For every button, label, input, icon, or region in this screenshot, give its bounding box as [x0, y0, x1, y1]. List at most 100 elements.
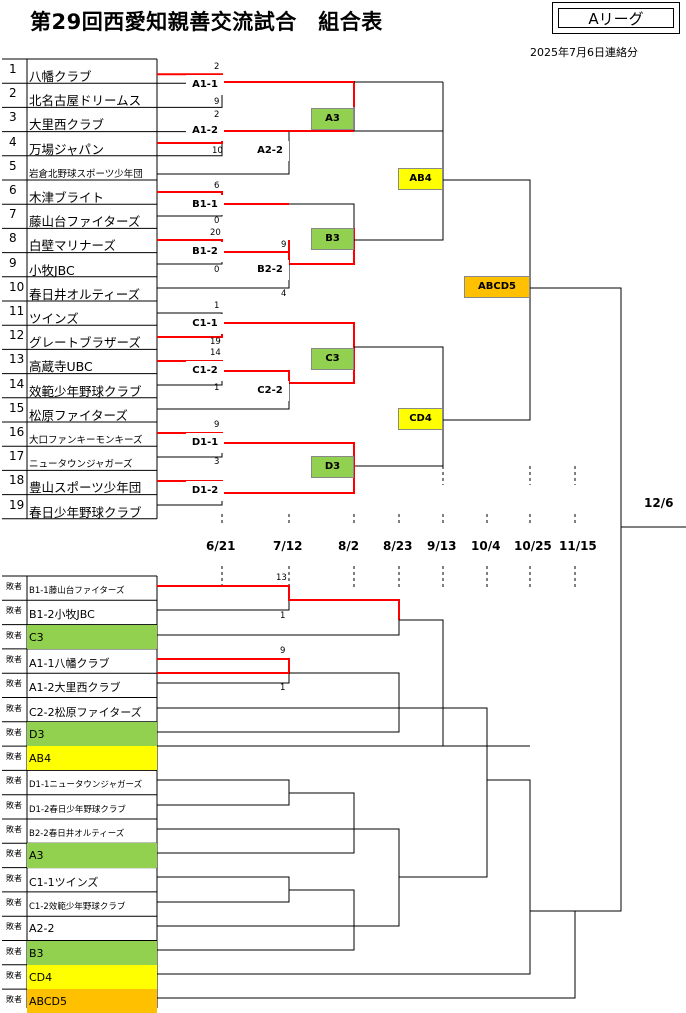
team-name: 豊山スポーツ少年団	[29, 480, 142, 496]
match-line	[157, 792, 355, 830]
date-label-10/4: 10/4	[471, 539, 501, 553]
lower-entry: C1-1ツインズ	[29, 875, 99, 889]
match-line	[399, 707, 488, 780]
match-line	[443, 288, 531, 421]
lower-entry: B1-2小牧JBC	[29, 608, 95, 622]
match-line	[354, 346, 444, 467]
team-number: 9	[9, 255, 17, 270]
round-box-B3: B3	[311, 228, 354, 250]
team-number: 2	[9, 86, 17, 101]
team-name: 大口ファンキーモンキーズ	[29, 435, 143, 446]
match-line	[157, 876, 290, 903]
date-label-6/21: 6/21	[206, 539, 236, 553]
lower-score-value: 1	[280, 683, 286, 693]
score-value: 14	[210, 348, 221, 358]
team-name: 万場ジャパン	[29, 141, 105, 157]
date-label-12/6: 12/6	[644, 496, 674, 510]
score-value: 10	[212, 146, 223, 156]
lower-entry: D1-2春日少年野球クラブ	[29, 804, 126, 815]
lower-entry: AB4	[29, 752, 52, 766]
date-label-9/13: 9/13	[427, 539, 457, 553]
update-date: 2025年7月6日連絡分	[530, 46, 638, 59]
date-label-11/15: 11/15	[559, 539, 597, 553]
team-number: 17	[9, 449, 25, 464]
umpire-label: 敗者	[6, 703, 22, 713]
lower-score-value: 1	[280, 611, 286, 621]
lower-fill	[27, 940, 157, 965]
date-label-8/2: 8/2	[338, 539, 360, 553]
round-box-ABCD5: ABCD5	[464, 276, 530, 298]
score-value: 20	[210, 228, 221, 238]
team-number: 15	[9, 400, 25, 415]
match-line	[157, 131, 290, 175]
team-name: 春日井オルティーズ	[29, 286, 141, 302]
lower-entry: B1-1藤山台ファイターズ	[29, 586, 125, 596]
match-label-D1-1: D1-1	[186, 433, 224, 453]
match-line	[157, 264, 290, 289]
lower-fill	[27, 989, 157, 1013]
umpire-label: 敗者	[6, 654, 22, 664]
team-number: 3	[9, 110, 17, 125]
round-box-AB4: AB4	[398, 168, 443, 190]
round-box-CD4: CD4	[398, 408, 443, 430]
umpire-label: 敗者	[6, 897, 22, 907]
lower-entry: A1-1八幡クラブ	[29, 656, 110, 670]
umpire-label: 敗者	[6, 873, 22, 883]
team-name: 高蔵寺UBC	[29, 359, 93, 375]
score-value: 9	[214, 97, 220, 107]
winner-line	[157, 658, 290, 674]
score-value: 0	[214, 265, 220, 275]
umpire-label: 敗者	[6, 582, 22, 591]
match-line	[354, 877, 400, 927]
team-number: 18	[9, 473, 25, 488]
score-value: 1	[214, 301, 220, 311]
match-label-C1-2: C1-2	[186, 361, 224, 381]
lower-fill	[27, 624, 157, 649]
score-value: 2	[214, 62, 220, 72]
score-value: 0	[214, 216, 220, 226]
umpire-label: 敗者	[6, 606, 22, 616]
match-line	[157, 383, 290, 410]
lower-entry: ABCD5	[29, 995, 68, 1009]
match-label-B1-2: B1-2	[186, 242, 224, 262]
score-value: 6	[214, 181, 220, 191]
lower-fill	[27, 721, 157, 747]
team-number: 6	[9, 183, 17, 197]
date-label-8/23: 8/23	[383, 539, 413, 553]
lower-entry: B3	[29, 946, 44, 960]
umpire-label: 敗者	[6, 995, 22, 1005]
score-value: 19	[210, 337, 221, 347]
score-value: 3	[214, 457, 220, 467]
league-label: Aリーグ	[558, 8, 674, 28]
team-name: 八幡クラブ	[29, 69, 92, 84]
match-line	[157, 708, 400, 733]
team-number: 11	[9, 304, 25, 318]
match-label-A1-1: A1-1	[186, 75, 224, 95]
match-label-A2-2: A2-2	[251, 141, 289, 161]
team-name: 小牧JBC	[29, 262, 75, 278]
match-line	[157, 658, 290, 684]
date-label-7/12: 7/12	[273, 539, 303, 553]
umpire-label: 敗者	[6, 800, 22, 810]
score-value: 9	[281, 240, 287, 250]
match-line	[157, 779, 290, 806]
team-name: 北名古屋ドリームス	[29, 93, 142, 109]
winner-line	[157, 585, 400, 620]
lower-entry: C1-2效範少年野球クラブ	[29, 901, 126, 912]
umpire-label: 敗者	[6, 752, 22, 762]
match-line	[530, 287, 686, 528]
match-line	[157, 829, 355, 854]
umpire-label: 敗者	[6, 849, 22, 859]
team-number: 1	[9, 62, 17, 76]
team-number: 7	[9, 207, 17, 222]
team-name: 松原ファイターズ	[29, 407, 128, 423]
page-title: 第29回西愛知親善交流試合 組合表	[30, 10, 383, 34]
league-label-box: Aリーグ	[552, 2, 680, 34]
lower-fill	[27, 746, 157, 771]
score-value: 1	[214, 383, 220, 393]
match-line	[399, 780, 488, 878]
umpire-label: 敗者	[6, 970, 22, 980]
umpire-label: 敗者	[6, 727, 22, 737]
winner-line	[222, 81, 355, 107]
round-box-A3: A3	[311, 108, 354, 130]
